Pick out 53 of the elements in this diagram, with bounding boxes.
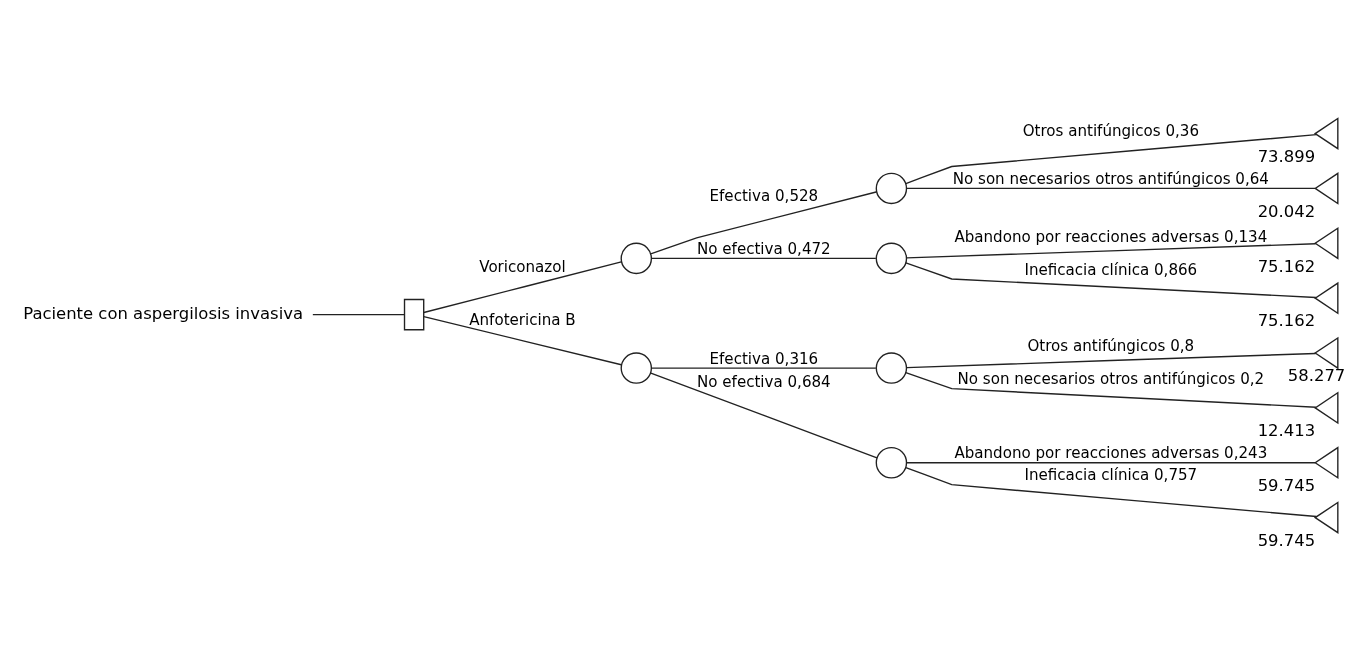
node-label: 59.745 xyxy=(1257,530,1316,550)
connector xyxy=(906,352,1317,368)
node-label: 73.899 xyxy=(1257,146,1316,166)
edge-label: Efectiva 0,528 xyxy=(709,186,819,204)
node-circle xyxy=(875,446,908,478)
edge-label: Anfotericina B xyxy=(469,310,576,329)
edge-label: Ineficacia clínica 0,866 xyxy=(1024,260,1198,279)
edge-label: No son necesarios otros antifúngicos 0,64 xyxy=(952,169,1269,188)
edge-label: Abandono por reacciones adversas 0,243 xyxy=(954,443,1268,462)
edge-label: No efectiva 0,472 xyxy=(697,239,831,258)
connector xyxy=(906,187,1316,189)
node-triangle xyxy=(1313,445,1339,479)
node-circle xyxy=(875,351,908,384)
edge-label: Otros antifúngicos 0,8 xyxy=(1027,336,1195,355)
connector xyxy=(312,313,405,315)
edge-label: No efectiva 0,684 xyxy=(697,372,831,391)
node-circle xyxy=(620,242,653,274)
node-triangle xyxy=(1313,116,1339,150)
node-triangle xyxy=(1313,336,1339,369)
connector xyxy=(650,366,877,369)
node-label: 75.162 xyxy=(1257,310,1316,330)
connector xyxy=(905,371,1317,408)
edge-label: Efectiva 0,316 xyxy=(709,349,819,368)
node-triangle xyxy=(1313,281,1339,315)
connector xyxy=(423,260,622,313)
connector xyxy=(650,190,877,254)
node-triangle xyxy=(1313,171,1339,205)
connector xyxy=(906,461,1316,463)
edge-label: Abandono por reacciones adversas 0,134 xyxy=(954,227,1268,246)
node-circle xyxy=(620,351,653,384)
node-box xyxy=(403,298,425,330)
node-triangle xyxy=(1313,226,1339,260)
node-triangle xyxy=(1313,500,1339,534)
node-circle xyxy=(875,172,908,204)
node-label: 58.277 xyxy=(1287,365,1346,385)
edge-label: Otros antifúngicos 0,36 xyxy=(1022,121,1200,140)
node-triangle xyxy=(1313,391,1339,424)
connector xyxy=(906,242,1317,259)
node-label: 20.042 xyxy=(1257,201,1316,221)
node-label: 12.413 xyxy=(1257,420,1316,440)
connector xyxy=(650,257,877,259)
connector xyxy=(905,133,1318,184)
connector xyxy=(423,315,622,365)
connector xyxy=(905,261,1317,298)
connector xyxy=(650,371,878,458)
node-text: Paciente con aspergilosis invasiva xyxy=(23,303,304,323)
node-label: 59.745 xyxy=(1257,475,1316,495)
edge-label: Voriconazol xyxy=(479,257,566,276)
edge-label: Ineficacia clínica 0,757 xyxy=(1024,465,1198,484)
edge-label: No son necesarios otros antifúngicos 0,2 xyxy=(957,369,1265,388)
connector xyxy=(905,466,1318,517)
node-label: 75.162 xyxy=(1257,256,1316,276)
node-circle xyxy=(875,242,908,274)
